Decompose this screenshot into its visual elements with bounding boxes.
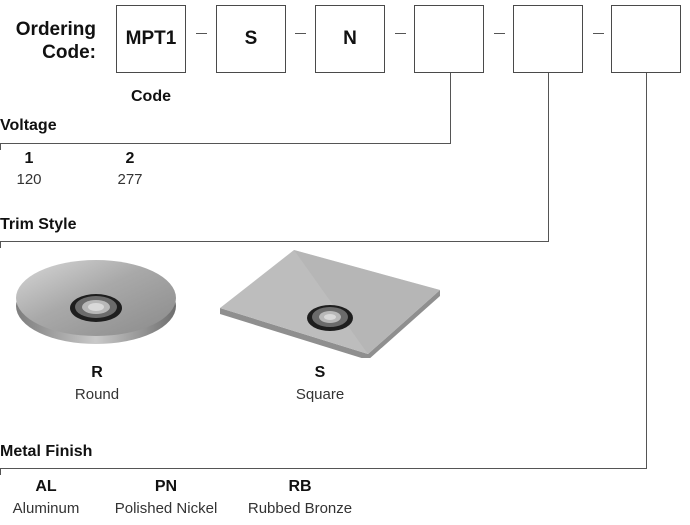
finish-option-desc: Rubbed Bronze [247, 500, 353, 517]
code-box-trim-style [513, 5, 583, 73]
voltage-option-code: 2 [125, 150, 135, 167]
separator-dash [494, 33, 505, 34]
square-trim-image [220, 250, 440, 358]
code-caption: Code [131, 88, 171, 105]
trim-option-desc: Round [74, 386, 120, 403]
trim-option-desc: Square [295, 386, 345, 403]
finish-connector-tick [0, 468, 1, 475]
voltage-connector-tick [0, 143, 1, 150]
finish-option-code: PN [154, 478, 178, 495]
trim-option-code: R [91, 364, 103, 381]
finish-option-code: AL [35, 478, 57, 495]
finish-connector-horizontal [0, 468, 647, 469]
voltage-title: Voltage [0, 117, 57, 134]
trim-style-title: Trim Style [0, 216, 77, 233]
finish-option-desc: Aluminum [12, 500, 80, 517]
trim-connector-tick [0, 241, 1, 248]
ordering-code-label: Ordering Code: [0, 18, 96, 64]
voltage-option-desc: 277 [117, 171, 143, 188]
separator-dash [295, 33, 306, 34]
trim-option-code: S [314, 364, 326, 381]
finish-option-code: RB [288, 478, 312, 495]
separator-dash [593, 33, 604, 34]
code-box-s: S [216, 5, 286, 73]
ordering-label-line1: Ordering [15, 19, 96, 40]
code-box-voltage [414, 5, 484, 73]
voltage-connector-vertical [450, 73, 451, 143]
separator-dash [196, 33, 207, 34]
separator-dash [395, 33, 406, 34]
code-box-metal-finish [611, 5, 681, 73]
round-trim-image [16, 260, 176, 344]
code-box-series: MPT1 [116, 5, 186, 73]
finish-option-desc: Polished Nickel [114, 500, 218, 517]
ordering-label-line2: Code: [42, 42, 96, 63]
finish-connector-vertical [646, 73, 647, 468]
voltage-connector-horizontal [0, 143, 451, 144]
voltage-option-code: 1 [24, 150, 34, 167]
voltage-option-desc: 120 [16, 171, 42, 188]
code-box-n: N [315, 5, 385, 73]
trim-connector-vertical [548, 73, 549, 241]
metal-finish-title: Metal Finish [0, 443, 93, 460]
trim-connector-horizontal [0, 241, 549, 242]
